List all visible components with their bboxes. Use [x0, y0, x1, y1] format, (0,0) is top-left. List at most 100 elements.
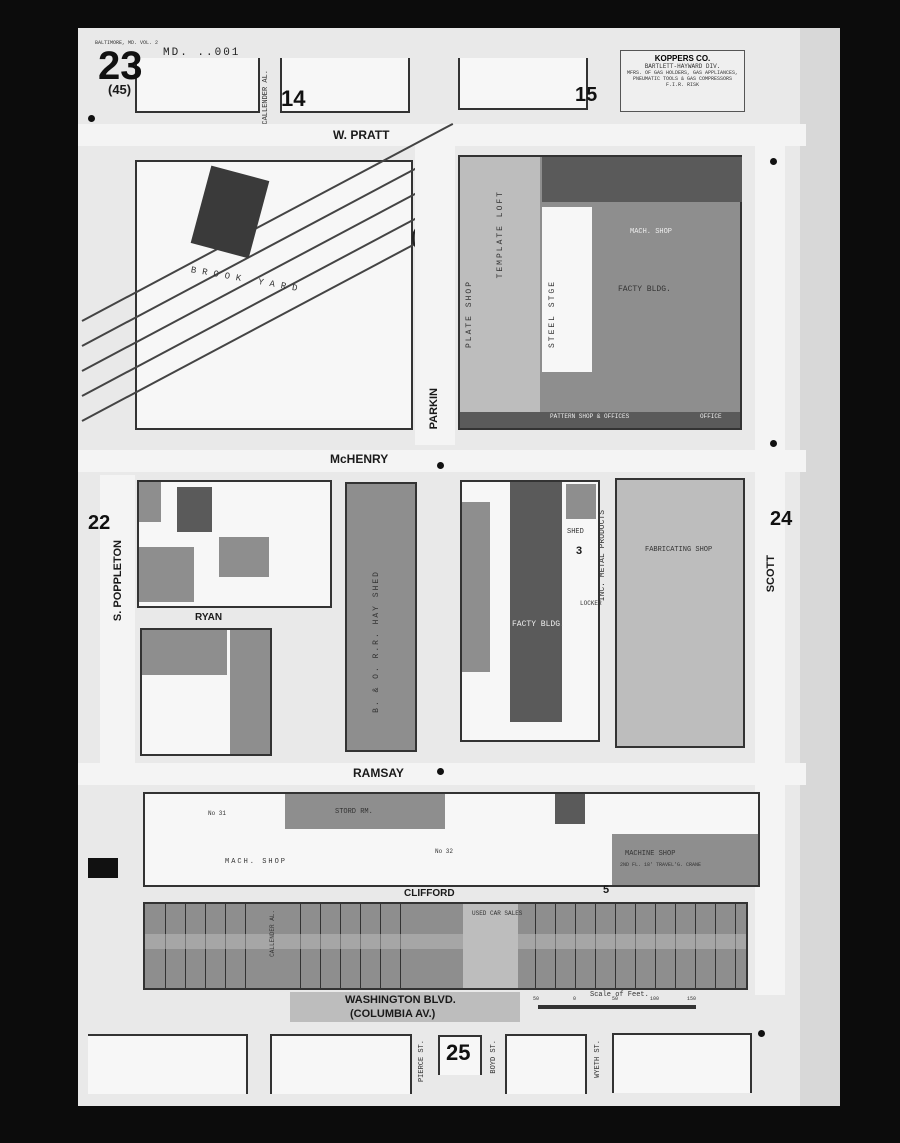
residential-block — [140, 628, 272, 756]
mach-shop-bottom-label: MACH. SHOP — [225, 858, 288, 866]
adjacent-sheet-22[interactable]: 22 — [88, 512, 111, 534]
street-mchenry — [78, 450, 806, 472]
block-number-5: 5 — [603, 884, 610, 896]
residential-block — [137, 480, 332, 608]
dwelling — [139, 547, 194, 602]
scale-tick: 50 — [612, 996, 619, 1002]
adjacent-sheet-25[interactable]: 25 — [446, 1040, 471, 1065]
street-label-boyd: BOYD ST. — [490, 1040, 498, 1074]
store-building — [230, 630, 270, 754]
sheet-number: 23 — [98, 44, 143, 88]
row-houses-block — [143, 902, 748, 990]
hydrant-icon — [88, 115, 95, 122]
scale-tick: 150 — [687, 996, 697, 1002]
pattern-shop-row — [460, 412, 740, 428]
street-parkin — [415, 145, 455, 445]
machine-shop-label: MACHINE SHOP — [625, 850, 676, 858]
adjacent-block — [438, 1035, 482, 1075]
hydrant-icon — [437, 768, 444, 775]
adjacent-sheet-14[interactable]: 14 — [281, 86, 306, 111]
koppers-line: BARTLETT-HAYWARD DIV. — [644, 63, 721, 70]
scale-tick: 0 — [573, 996, 577, 1002]
block-number-3: 3 — [576, 545, 583, 557]
street-label-callender-top: CALLENDER AL. — [262, 70, 270, 125]
street-s-poppleton — [100, 475, 135, 765]
facty-bldg-label: FACTY BLDG. — [618, 285, 671, 294]
scale-label: Scale of Feet. — [590, 991, 649, 999]
adjacent-block — [458, 58, 588, 110]
street-label-clifford: CLIFFORD — [404, 888, 455, 899]
template-loft-label: TEMPLATE LOFT — [496, 190, 505, 279]
steel-storage-yard — [542, 207, 592, 372]
office-label: OFFICE — [700, 413, 722, 420]
adjacent-sheet-24[interactable]: 24 — [770, 508, 793, 530]
pattern-shop-label: PATTERN SHOP & OFFICES — [550, 413, 630, 420]
shed-label: SHED — [567, 528, 584, 536]
hydrant-icon — [758, 1030, 765, 1037]
metal-products-label: INC. METAL PRODUCTS — [598, 510, 607, 602]
plate-shop-label: PLATE SHOP — [465, 280, 474, 349]
scale-tick: 100 — [650, 996, 660, 1002]
street-label-columbia: (COLUMBIA AV.) — [350, 1008, 436, 1020]
stord-rm — [285, 794, 445, 829]
no-32-label: No 32 — [435, 848, 454, 855]
street-label-ryan: RYAN — [195, 612, 223, 623]
street-label-wyeth: WYETH ST. — [594, 1040, 602, 1078]
street-w-pratt — [78, 124, 806, 146]
sheet-sub-number: (45) — [108, 82, 132, 97]
koppers-line: F.I.R. RISK — [665, 82, 699, 88]
machine-shop-note: 2ND FL. 18' TRAVEL'G. CRANE — [620, 862, 702, 868]
adjacent-block — [88, 1034, 248, 1094]
koppers-line: PNEUMATIC TOOLS & GAS COMPRESSORS — [632, 76, 733, 82]
hydrant-icon — [437, 462, 444, 469]
used-car-sales-label: USED CAR SALES — [472, 910, 523, 917]
steel-stge-label: STEEL STGE — [548, 280, 557, 349]
mach-shop-top — [542, 157, 742, 202]
fabricating-shop — [615, 478, 745, 748]
adjacent-block — [505, 1034, 587, 1094]
metal-products-block — [460, 480, 600, 742]
dwelling — [139, 482, 161, 522]
dwelling — [177, 487, 212, 532]
street-label-callender: CALLENDER AL. — [269, 910, 276, 957]
hay-shed-label: B. & O. R.R. HAY SHED — [372, 570, 381, 713]
adjacent-block — [135, 58, 260, 113]
street-label-scott: SCOTT — [765, 555, 777, 593]
street-label-s-poppleton: S. POPPLETON — [112, 540, 124, 622]
street-label-w-pratt: W. PRATT — [333, 128, 390, 142]
facty-bldg-mid-label: FACTY BLDG. — [512, 620, 565, 629]
locker-label: LOCKER — [580, 600, 602, 607]
mach-shop-top-label: MACH. SHOP — [630, 228, 673, 236]
plate-shop — [460, 157, 540, 412]
no-31-label: No 31 — [208, 810, 227, 817]
koppers-line: MFRS. OF GAS HOLDERS, GAS APPLIANCES, — [626, 70, 739, 76]
street-label-parkin: PARKIN — [428, 388, 440, 430]
dwelling — [142, 630, 227, 675]
adjacent-block — [270, 1034, 412, 1094]
b-o-rr-hay-shed — [345, 482, 417, 752]
building — [555, 794, 585, 824]
hydrant-icon — [770, 440, 777, 447]
hydrant-icon — [770, 158, 777, 165]
street-label-washington: WASHINGTON BLVD. — [345, 994, 456, 1006]
street-label-mchenry: McHENRY — [330, 452, 389, 466]
machine-shop — [612, 834, 758, 885]
adjacent-sheet-15[interactable]: 15 — [575, 84, 598, 106]
facty-building — [510, 482, 562, 722]
volume-note: BALTIMORE, MD. VOL. 2 — [95, 40, 159, 46]
koppers-note: KOPPERS CO. BARTLETT-HAYWARD DIV. MFRS. … — [620, 50, 745, 112]
adjacent-block — [612, 1033, 752, 1093]
drum-house — [462, 502, 490, 672]
koppers-title: KOPPERS CO. — [654, 54, 711, 63]
stamp-text: MD. ..001 — [163, 47, 241, 59]
street-scott — [755, 145, 785, 995]
street-washington-blvd — [290, 992, 520, 1022]
koppers-factory-block — [458, 155, 742, 430]
adjacent-block — [280, 58, 410, 113]
scale-tick: 50 — [533, 996, 540, 1002]
building-no-21 — [566, 484, 596, 519]
fabricating-shop-label: FABRICATING SHOP — [645, 546, 713, 554]
street-label-ramsay: RAMSAY — [353, 766, 404, 780]
dwelling — [219, 537, 269, 577]
binding-tab — [88, 858, 118, 878]
